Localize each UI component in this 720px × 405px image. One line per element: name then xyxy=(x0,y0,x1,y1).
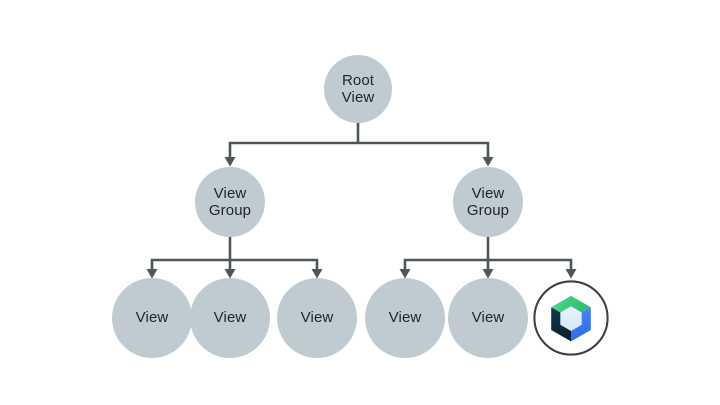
connector-right-group-to-views xyxy=(403,237,573,270)
node-view-left-3: View xyxy=(277,278,357,358)
connector-root-to-groups xyxy=(228,122,490,158)
arrowhead-down-icon xyxy=(224,157,236,167)
node-view-left-2: View xyxy=(190,278,270,358)
arrowhead-down-icon xyxy=(311,269,323,279)
node-label-line: View xyxy=(388,309,422,327)
node-label-line: View xyxy=(300,309,334,327)
node-label-line: Root xyxy=(341,71,375,89)
compose-center-hexagon xyxy=(560,306,582,331)
node-view-group-left: View Group xyxy=(195,167,265,237)
node-label-line: View xyxy=(471,184,505,202)
connector-rail xyxy=(228,141,490,158)
node-label-line: View xyxy=(213,184,247,202)
connector-left-group-to-views xyxy=(150,237,319,270)
node-view-group-right: View Group xyxy=(453,167,523,237)
node-label-line: View xyxy=(341,89,375,106)
arrowheads xyxy=(146,157,577,279)
node-view-left-1: View xyxy=(112,278,192,358)
arrowhead-down-icon xyxy=(399,269,411,279)
node-label-line: Group xyxy=(466,202,510,219)
node-view-right-2: View xyxy=(448,278,528,358)
node-label-line: Group xyxy=(208,202,252,219)
node-root-view: Root View xyxy=(324,55,392,123)
connector-rail xyxy=(150,258,319,270)
arrowhead-down-icon xyxy=(146,269,158,279)
arrowhead-down-icon xyxy=(482,269,494,279)
arrowhead-down-icon xyxy=(565,269,577,279)
node-label-line: View xyxy=(135,309,169,327)
node-label-line: View xyxy=(213,309,247,327)
jetpack-compose-icon xyxy=(533,280,609,356)
arrowhead-down-icon xyxy=(482,157,494,167)
arrowhead-down-icon xyxy=(224,269,236,279)
node-view-right-1: View xyxy=(365,278,445,358)
node-compose-leaf xyxy=(533,280,609,356)
node-label-line: View xyxy=(471,309,505,327)
